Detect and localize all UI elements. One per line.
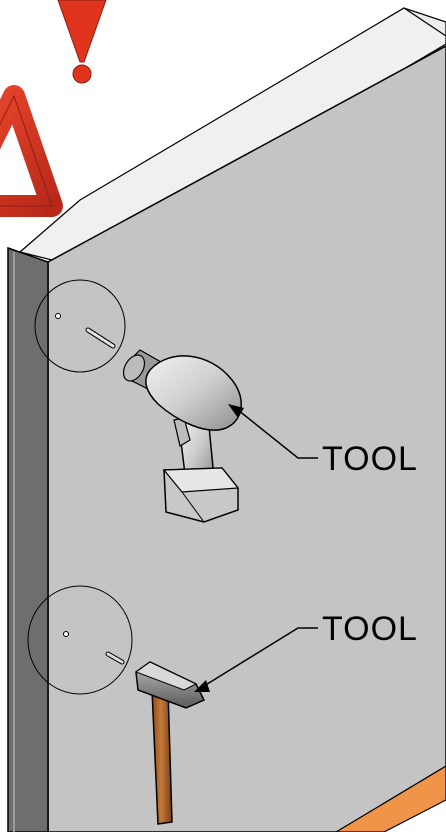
drill-hole <box>55 313 61 319</box>
hammer <box>134 661 206 825</box>
warning-triangle-icon <box>0 85 63 217</box>
detail-circle-upper <box>34 279 126 373</box>
detail-circle-lower <box>27 585 133 695</box>
wall-front-face <box>47 45 446 832</box>
drill-bit <box>85 327 116 349</box>
floor-strip <box>334 765 446 832</box>
power-drill <box>122 349 242 523</box>
exclamation-mark-icon <box>57 0 107 84</box>
hammer-callout: TOOL <box>194 610 418 692</box>
warning-sign <box>0 0 107 217</box>
hammer-callout-label: TOOL <box>322 610 418 648</box>
nail-hole <box>63 631 69 637</box>
wall-side-edge <box>7 246 49 832</box>
drill-callout: TOOL <box>228 404 418 478</box>
nail <box>105 651 125 665</box>
drill-callout-label: TOOL <box>322 440 418 478</box>
wall <box>7 7 446 832</box>
